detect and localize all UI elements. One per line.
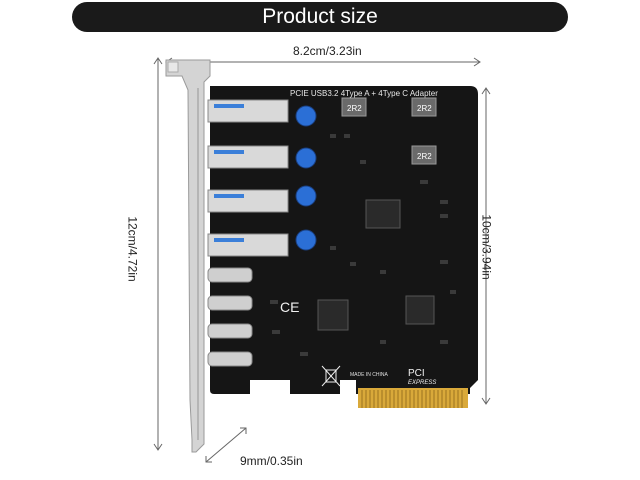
page-title-banner: Product size xyxy=(72,2,568,32)
page-title: Product size xyxy=(262,5,378,28)
ce-mark: CE xyxy=(280,299,299,315)
board-silkscreen-label: PCIE USB3.2 4Type A + 4Type C Adapter xyxy=(290,89,438,98)
total-height-dimension-line xyxy=(153,57,163,451)
metal-bracket xyxy=(165,59,211,453)
width-label: 8.2cm/3.23in xyxy=(293,44,362,58)
inductor-label-2: 2R2 xyxy=(417,104,432,113)
controller-chips xyxy=(317,199,435,331)
pci-logo-sub: EXPRESS xyxy=(408,380,436,386)
capacitors xyxy=(295,105,317,251)
width-dimension-line xyxy=(165,57,481,67)
usb-type-a-ports xyxy=(207,99,289,257)
smd-components xyxy=(270,134,456,356)
weee-bin-icon xyxy=(321,365,341,387)
board-height-label: 10cm/3.94in xyxy=(479,214,494,280)
thickness-label: 9mm/0.35in xyxy=(240,454,303,468)
board-height-dimension-line xyxy=(481,87,491,405)
inductor-label-3: 2R2 xyxy=(417,152,432,161)
inductors xyxy=(341,97,437,165)
usb-type-c-ports xyxy=(207,267,253,367)
pci-logo: PCI xyxy=(408,368,425,379)
inductor-label-1: 2R2 xyxy=(347,104,362,113)
made-in-label: MADE IN CHINA xyxy=(350,372,388,378)
thickness-dimension-line xyxy=(205,427,247,463)
total-height-label: 12cm/4.72in xyxy=(125,216,140,282)
